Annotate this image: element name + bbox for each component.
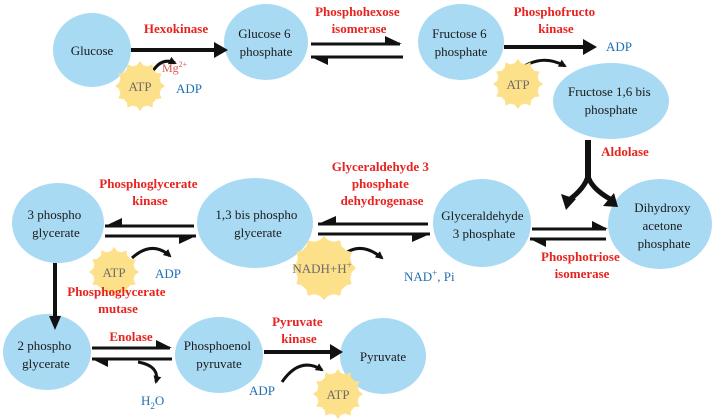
arrow-aldolase [561,140,618,210]
node-pyruvate: Pyruvate [340,318,426,394]
svg-text:2 phospho glycerate: 2 phospho glycerate [17,338,74,371]
svg-text:Fructose 6 phosphate: Fructose 6 phosphate [432,26,490,59]
svg-text:1,3 bis phospho glycerat: 1,3 bis phospho glycerate [215,207,300,240]
node-pg3-line2: glycerate [32,225,80,240]
node-1-3-bisphosphoglycerate: 1,3 bis phospho glycerate [197,178,313,268]
arrow-phosphoglycerate-mutase [49,263,61,330]
enzyme-pyruvate-kinase: Pyruvate kinase [272,314,326,346]
atp-star-hexokinase: ATP [115,61,165,111]
nadh-star: NADH+H+ [292,236,356,300]
adp-label-pyruvate-kinase: ADP [249,383,275,398]
node-glucose-6-phosphate: Glucose 6 phosphate [224,4,308,80]
enzyme-hexokinase: Hexokinase [144,21,209,36]
arrow-pyruvate-kinase [264,344,343,383]
enzyme-g3p-dehydrogenase: Glyceraldehyde 3 phosphate dehydrogenase [332,159,432,208]
enzyme-phosphoglycerate-mutase: Phosphoglycerate mutase [67,284,168,316]
enzyme-phosphoglycerate-kinase: Phosphoglycerate kinase [99,176,200,208]
adp-label-phosphoglycerate-kinase: ADP [155,266,181,281]
arrow-phosphohexose-isomerase [311,36,403,65]
h2o-label: H2O [141,393,164,411]
node-fructose-1-6-bisphosphate: Fructose 1,6 bis phosphate [553,63,669,139]
node-glucose-line1: Glucose [71,43,114,58]
enzyme-phosphofructokinase: Phosphofructo kinase [514,4,599,36]
node-pep-line2: pyruvate [196,356,242,371]
node-glucose6p-line1: Glucose 6 [238,26,291,41]
enzyme-phosphohexose-isomerase: Phosphohexose isomerase [315,4,403,36]
node-dhap-line1: Dihydroxy [634,200,691,215]
adp-label-hexokinase: ADP [176,81,202,96]
mg2-label: Mg2+ [162,60,188,75]
svg-text:3 phospho glycerate: 3 phospho glycerate [27,207,84,240]
atp-label: ATP [128,79,151,94]
node-f16bp-line1: Fructose 1,6 bis [568,84,651,99]
node-phosphoenolpyruvate: Phosphoenol pyruvate [175,317,263,393]
enzyme-enolase: Enolase [109,329,153,344]
arrow-phosphoglycerate-kinase [105,218,196,260]
node-dhap-line3: phosphate [638,236,691,251]
atp-star-phosphoglycerate-kinase: ATP [89,247,139,297]
svg-text:Glucose 6 phosphate: Glucose 6 phosphate [238,26,294,59]
node-glyceraldehyde-3-phosphate: Glyceraldehyde 3 phosphate [433,179,531,267]
node-g3p-line1: Glyceraldehyde [441,208,524,223]
node-pg3-line1: 3 phospho [27,207,81,222]
svg-text:Pyruvate: Pyruvate [360,349,406,364]
atp-label: ATP [326,387,349,402]
node-glucose6p-line2: phosphate [240,44,293,59]
node-pg2-line2: glycerate [22,356,70,371]
nad-pi-label: NAD+, Pi [404,268,455,284]
svg-text:Phosphoenol pyruvate: Phosphoenol pyruvate [184,338,254,371]
atp-star-pyruvate-kinase: ATP [313,369,363,419]
arrow-enolase [92,340,172,384]
node-g3p-line2: 3 phosphate [453,226,516,241]
node-fructose6p-line1: Fructose 6 [432,26,487,41]
node-fructose-6-phosphate: Fructose 6 phosphate [418,4,504,80]
atp-label: ATP [506,77,529,92]
node-pep-line1: Phosphoenol [184,338,252,353]
atp-star-phosphofructokinase: ATP [493,59,543,109]
arrow-triose-isomerase [530,221,608,247]
svg-text:Glucose: Glucose [71,43,114,58]
node-dhap-line2: acetone [643,218,683,233]
atp-label: ATP [102,265,125,280]
enzyme-phosphotriose-isomerase: Phosphotriose isomerase [541,249,623,281]
node-glucose: Glucose [53,13,131,87]
svg-text:Fructose 1,6 bis phospha: Fructose 1,6 bis phosphate [568,84,654,117]
enzyme-aldolase: Aldolase [601,144,649,159]
node-f16bp-line2: phosphate [585,102,638,117]
node-bpg13-line1: 1,3 bis phospho [215,207,297,222]
svg-text:Glyceraldehyde 3 phospha: Glyceraldehyde 3 phosphate [441,208,527,241]
node-pg2-line1: 2 phospho [17,338,71,353]
node-fructose6p-line2: phosphate [435,44,488,59]
adp-label-phosphofructokinase: ADP [606,39,632,54]
node-pyruvate-line1: Pyruvate [360,349,406,364]
svg-text:Dihydroxy acetone: Dihydroxy acetone phosphate [634,200,694,251]
node-dihydroxyacetone-phosphate: Dihydroxy acetone phosphate [608,179,712,269]
node-2-phosphoglycerate: 2 phospho glycerate [3,314,91,390]
node-3-phosphoglycerate: 3 phospho glycerate [12,183,104,263]
node-bpg13-line2: glycerate [234,225,282,240]
nadh-label: NADH+H+ [292,260,351,276]
